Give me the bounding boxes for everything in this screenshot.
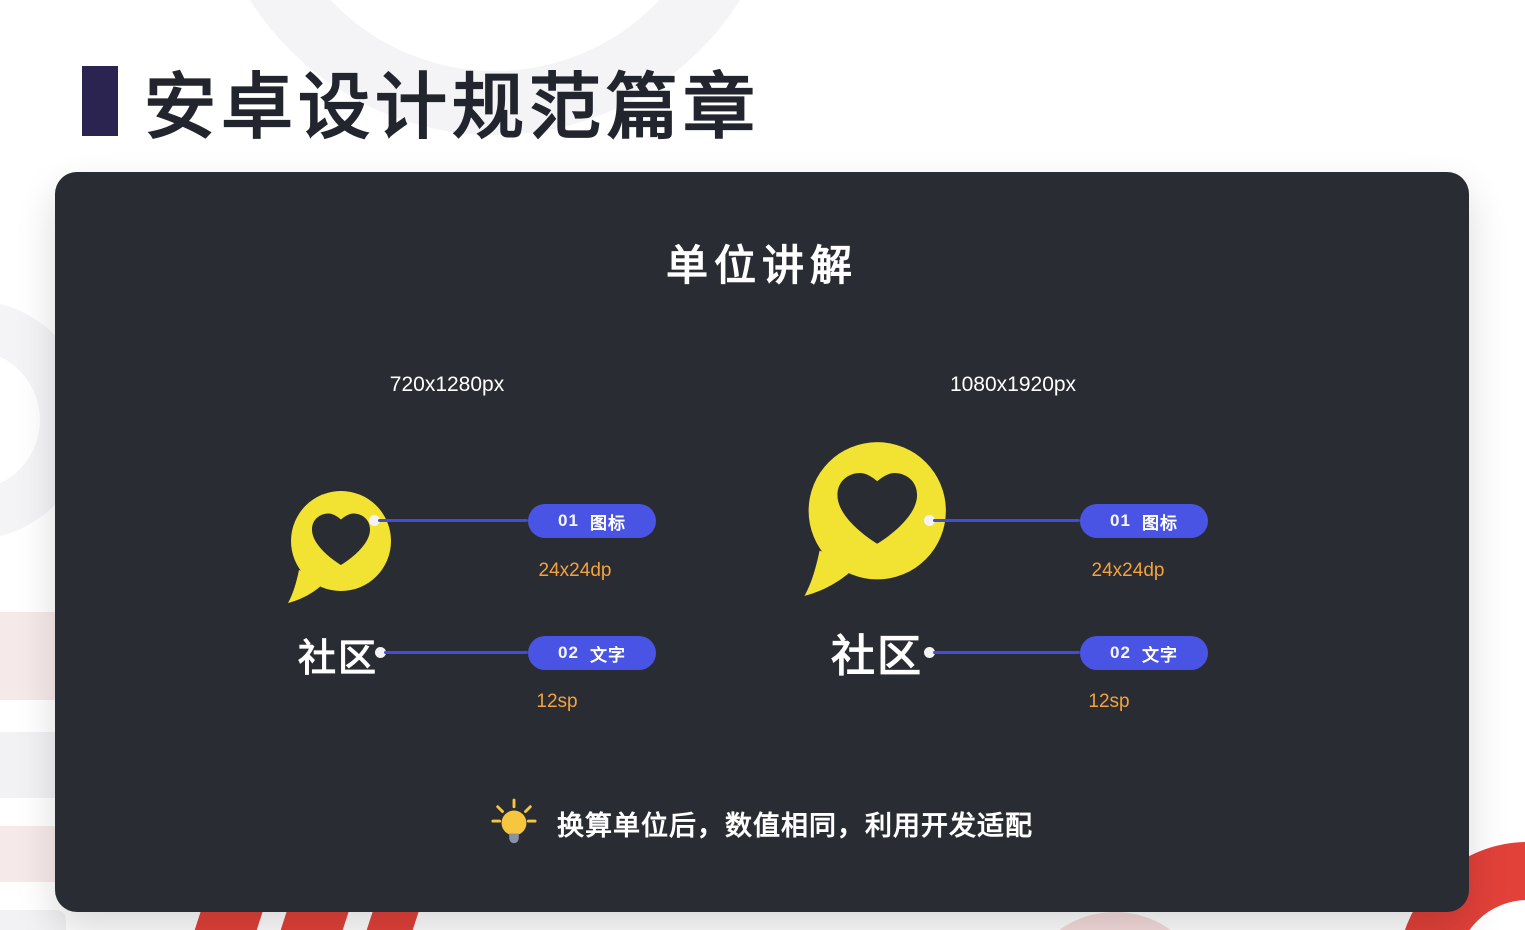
resolution-label-720: 720x1280px (389, 373, 505, 396)
callout-number: 01 (1110, 511, 1131, 530)
heart-speech-bubble-icon (797, 438, 952, 600)
heart-speech-bubble-icon (283, 488, 395, 606)
connector-line (933, 651, 1080, 654)
unit-explanation-card: 单位讲解 720x1280px 01 图标 24x24dp 社区 02 文字 1… (55, 172, 1469, 912)
callout-pill-icon: 01 图标 (1080, 504, 1208, 538)
card-title: 单位讲解 (665, 242, 858, 289)
text-size-value: 12sp (536, 691, 578, 712)
app-label-community: 社区 (298, 638, 379, 680)
callout-pill-text: 02 文字 (1080, 636, 1208, 670)
callout-label: 文字 (1141, 645, 1178, 665)
icon-size-value: 24x24dp (538, 560, 612, 581)
callout-label: 图标 (1141, 513, 1178, 533)
callout-number: 02 (558, 643, 579, 662)
decor-stripe (0, 910, 66, 930)
page-title: 安卓设计规范篇章 (144, 68, 761, 148)
header: 安卓设计规范篇章 (82, 48, 760, 153)
connector-dot (924, 515, 935, 526)
tip-row: 换算单位后，数值相同，利用开发适配 (55, 788, 1469, 858)
connector-dot (369, 515, 380, 526)
connector-dot (375, 647, 386, 658)
connector-line (384, 651, 528, 654)
connector-line (933, 519, 1080, 522)
title-marker (82, 65, 118, 136)
callout-number: 02 (1110, 643, 1131, 662)
icon-size-value: 24x24dp (1091, 560, 1165, 581)
resolution-label-1080: 1080x1920px (949, 373, 1077, 396)
callout-label: 图标 (589, 513, 626, 533)
lightbulb-icon (491, 798, 537, 848)
callout-pill-icon: 01 图标 (528, 504, 656, 538)
decor-ring-pink (1020, 912, 1210, 930)
connector-dot (924, 647, 935, 658)
text-size-value: 12sp (1088, 691, 1130, 712)
callout-pill-text: 02 文字 (528, 636, 656, 670)
connector-line (378, 519, 528, 522)
app-label-community: 社区 (831, 632, 923, 681)
callout-label: 文字 (589, 645, 626, 665)
callout-number: 01 (558, 511, 579, 530)
tip-text: 换算单位后，数值相同，利用开发适配 (557, 810, 1033, 841)
